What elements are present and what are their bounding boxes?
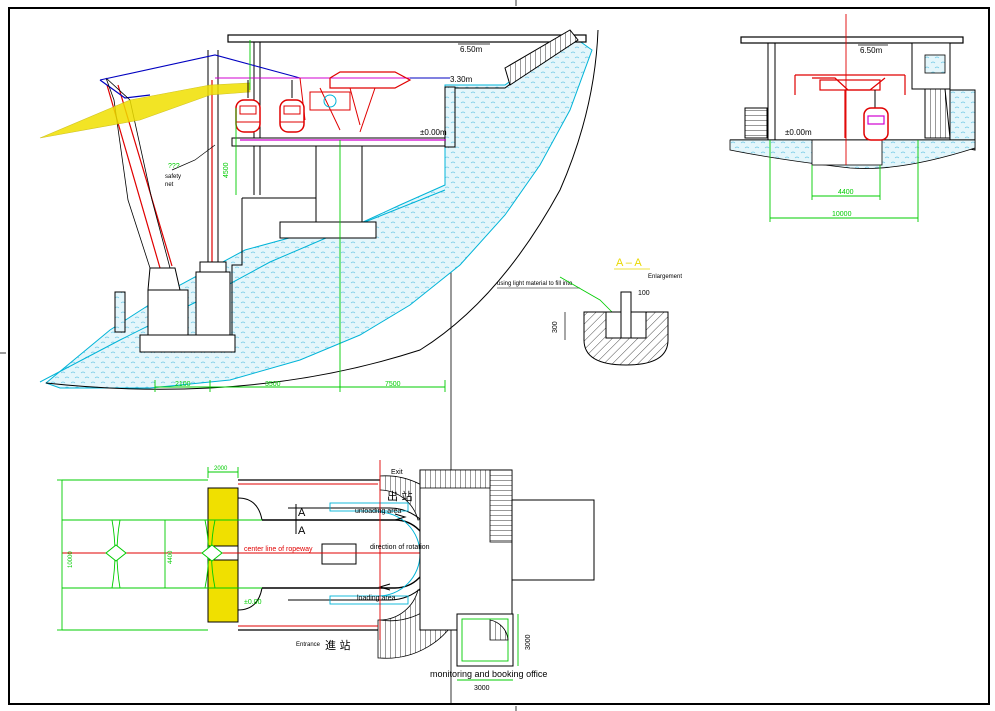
detail-title: A – A [616,257,642,269]
plan-exit-cn: 出 站 [387,489,413,503]
detail-note: using light material to fill into [497,281,573,287]
detail-dim-depth: 300 [552,321,559,333]
detail-rail [620,291,632,339]
station-footing [279,221,377,239]
leader-safety [171,144,216,171]
elevation-roof [740,36,964,44]
tower-vertical [195,50,231,336]
safety-net-label-2: net [165,182,174,188]
plan-section-mark-top: A [298,507,306,519]
elevation-view: 6.50m ±0.00m 4400 10000 [729,14,976,222]
plan-dimensions [57,467,519,681]
safety-net-label-1: safety [165,174,181,180]
elevation-cabin [863,90,889,141]
section-dim-a: 2100 [175,381,191,388]
cabin-2 [279,80,305,133]
plan-return-curves [237,497,263,611]
plan-stair-top-horizontal [419,469,491,489]
plan-entrance-cn: 進 站 [325,638,351,652]
station-platform [231,137,447,147]
section-level-mid: 3.30m [450,75,473,84]
elevation-dimensions [769,140,919,222]
plan-section-mark-bottom: A [298,525,306,537]
detail-aa: A – A Enlargement using light material t… [497,257,682,366]
plan-stair-top [489,469,513,543]
hill-outline-lower [45,29,599,390]
plan-sheave-right [201,544,223,562]
plan-rotation-label: direction of rotation [370,544,430,551]
station-retaining-wall [231,146,317,352]
plan-loading-zone [329,595,409,605]
section-dim-c: 7500 [385,381,401,388]
plan-sheave-left [105,544,127,562]
plan-office-spiral-stair [489,619,509,641]
plan-centerline-label: center line of ropeway [244,546,313,553]
elevation-level-top: 6.50m [860,46,883,55]
plan-view: Exit 出 站 Entrance 進 站 unloading area loa… [57,460,595,692]
section-dim-b: 3500 [265,381,281,388]
mid-level-wall [444,86,456,148]
detail-dim-width: 100 [638,290,650,297]
plan-control-box [321,543,357,565]
plan-dim-office-w: 3000 [474,685,490,692]
section-dim-height: 4500 [223,162,230,178]
plan-office-label: monitoring and booking office [430,669,547,679]
elevation-pit [811,139,883,166]
station-core [315,145,363,225]
elevation-window [924,54,946,74]
plan-arrow-top [394,513,407,521]
station-roof [227,34,587,43]
plan-terrace [511,499,595,581]
elevation-dim-outer: 10000 [832,211,852,218]
elevation-bullwheel [794,74,906,138]
elevation-left-stair [744,107,768,139]
section-level-zero: ±0.00m [420,128,447,137]
elevation-level-zero: ±0.00m [785,128,812,137]
plan-dim-inner: 4400 [168,550,174,564]
plan-entrance-en: Entrance [296,642,321,648]
left-foundation-wall [114,291,126,333]
upper-stair [504,29,579,86]
plan-unloading-label: unloading area [355,508,401,515]
station-base [139,334,236,353]
plan-dim-left: 10000 [68,551,74,568]
safety-note: ??? [168,163,180,170]
plan-unloading-zone [329,502,409,512]
detail-leader [559,276,613,313]
section-level-top: 6.50m [460,45,483,54]
bullwheel [299,71,412,133]
plan-dim-office-h: 3000 [525,634,532,650]
section-view: 6.50m 3.30m ±0.00m 4500 2100 3500 7500 ?… [39,29,599,392]
tower-inclined [99,77,189,336]
hill-outline [39,189,446,383]
elevation-right-hill [949,89,976,151]
elevation-dim-inner: 4400 [838,189,854,196]
plan-exit-en: Exit [391,469,403,476]
plan-dim-top: 2000 [214,466,228,472]
section-dimensions [154,40,446,392]
plan-level-zero: ±0.00 [244,599,262,606]
plan-red-wall [238,483,378,627]
detail-subtitle: Enlargement [648,274,682,280]
plan-loading-label: loading area [357,595,396,602]
elevation-right-stair [924,88,951,139]
plan-tower-block-bottom [207,559,239,623]
